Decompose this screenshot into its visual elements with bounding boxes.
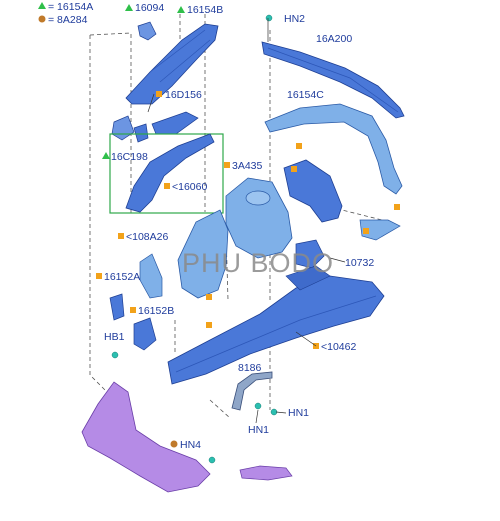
- callout-hn1-right: HN1: [288, 407, 309, 419]
- triangle-marker-icon: [102, 152, 110, 159]
- legend-triangle-label: = 16154A: [48, 1, 93, 13]
- callout-108a26: <108A26: [126, 231, 168, 243]
- callout-16a200: 16A200: [316, 33, 352, 45]
- circle-marker-icon: [38, 15, 46, 23]
- callout-hn2-top: HN2: [284, 13, 305, 25]
- triangle-marker-icon: [38, 2, 46, 9]
- legend-circle-label: = 8A284: [48, 14, 88, 26]
- part-radiator-support: [81, 381, 293, 493]
- fasteners: [111, 14, 278, 464]
- highlight-box: [109, 133, 224, 214]
- callout-hb1: HB1: [104, 331, 125, 343]
- square-marker-icon: [224, 162, 230, 168]
- markers: [96, 4, 400, 448]
- part-strut-tower-3a435: [225, 177, 293, 259]
- callout-10462: <10462: [321, 341, 356, 353]
- triangle-marker-icon: [125, 4, 133, 11]
- square-marker-icon: [363, 228, 369, 234]
- part-bracket-16094: [137, 21, 157, 41]
- callout-16d156: 16D156: [165, 89, 202, 101]
- part-bracket-assembly-right: [283, 159, 401, 241]
- part-lower-rail-10462: [167, 265, 385, 385]
- part-16152b: [133, 317, 157, 351]
- square-marker-icon: [118, 233, 124, 239]
- square-marker-icon: [206, 294, 212, 300]
- part-rail-16154c: [264, 103, 403, 195]
- part-10732: [295, 239, 325, 269]
- callout-16c198: 16C198: [111, 151, 148, 163]
- part-16060: [125, 133, 215, 213]
- square-marker-icon: [206, 322, 212, 328]
- part-inner-apron: [177, 209, 229, 299]
- part-rail-16a200: [261, 41, 405, 119]
- callout-3a435: 3A435: [232, 160, 263, 172]
- part-hook-8186: [231, 371, 273, 411]
- fastener-hn2-icon: [265, 14, 273, 22]
- square-marker-icon: [394, 204, 400, 210]
- callout-hn1-bottom: HN1: [248, 424, 269, 436]
- part-16d156: [151, 111, 199, 135]
- callout-16154c: 16154C: [287, 89, 324, 101]
- callout-16094: 16094: [135, 2, 164, 14]
- square-marker-icon: [96, 273, 102, 279]
- square-marker-icon: [164, 183, 170, 189]
- callout-16154b: 16154B: [187, 4, 223, 16]
- callout-16152a: 16152A: [104, 271, 140, 283]
- part-16152a: [109, 293, 125, 321]
- callout-8186: 8186: [238, 362, 262, 374]
- legend: = 16154A = 8A284: [38, 1, 93, 26]
- square-marker-icon: [130, 307, 136, 313]
- callout-hn4: HN4: [180, 439, 201, 451]
- fastener-hb1-icon: [111, 351, 119, 359]
- fastener-hn4-icon: [208, 456, 216, 464]
- part-108a26: [139, 253, 163, 299]
- part-upper-rail-16154b: [125, 23, 219, 105]
- callout-16152b: 16152B: [138, 305, 174, 317]
- callout-16060: <16060: [172, 181, 207, 193]
- callout-labels: 16094 16154B HN2 16A200 16D156 16154C 16…: [104, 2, 374, 451]
- label-leaders: [147, 18, 346, 424]
- watermark: PHU BODO: [182, 248, 334, 278]
- callout-10732: 10732: [345, 257, 374, 269]
- circle-marker-icon: [170, 440, 178, 448]
- fastener-hn1-icon: [254, 402, 262, 410]
- part-small-bracket-b: [133, 123, 149, 143]
- square-marker-icon: [296, 143, 302, 149]
- triangle-marker-icon: [177, 6, 185, 13]
- square-marker-icon: [291, 166, 297, 172]
- square-marker-icon: [156, 91, 162, 97]
